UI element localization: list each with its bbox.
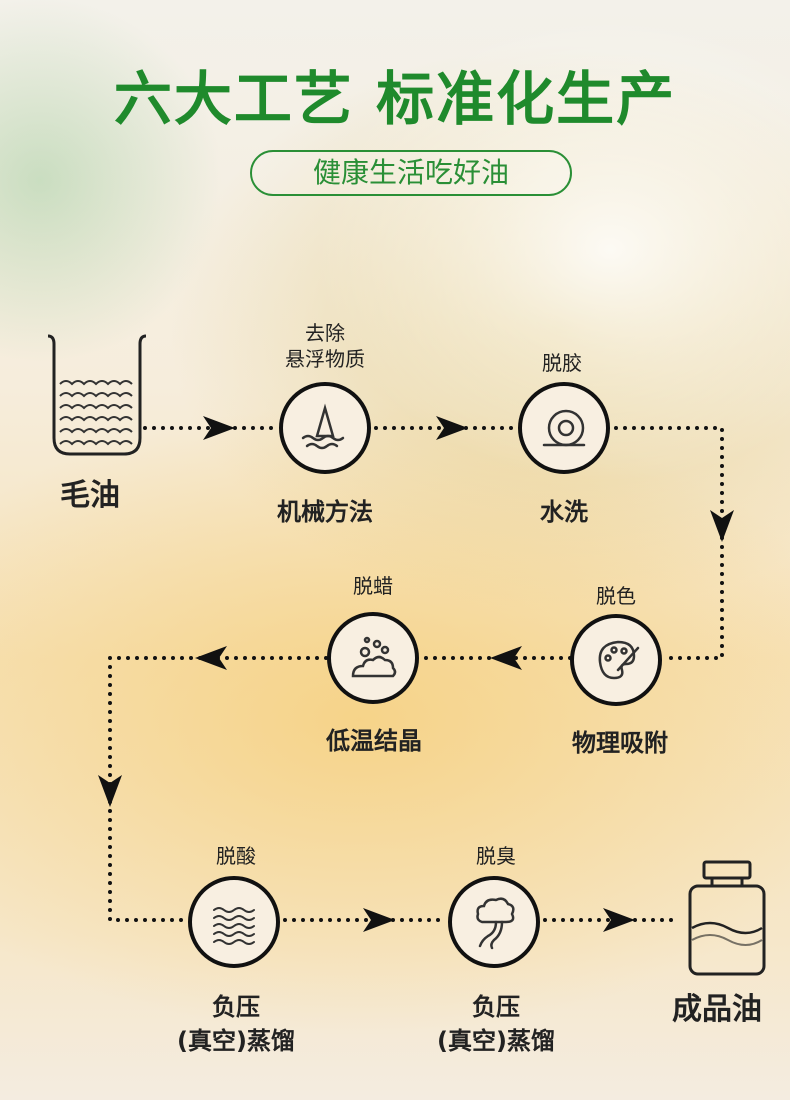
arrow-6 <box>98 775 122 807</box>
step-2-top-label: 脱胶 <box>542 351 582 375</box>
step-6-bottom-label: 负压 <box>472 993 520 1021</box>
step-4-top-label: 脱蜡 <box>353 574 393 598</box>
step-5-bottom-label: 负压 <box>212 993 260 1021</box>
step-3-bottom-label: 物理吸附 <box>572 729 668 757</box>
spiral-icon <box>542 409 586 447</box>
connector-3 <box>614 426 724 660</box>
step-2-bottom-label: 水洗 <box>540 498 588 526</box>
end-label: 成品油 <box>672 992 762 1027</box>
bottle-icon <box>688 860 766 976</box>
bubbles-icon <box>351 636 397 678</box>
arrow-1 <box>203 416 235 440</box>
step-4-circle <box>327 612 419 704</box>
palette-icon <box>598 640 640 680</box>
step-1-bottom-label: 机械方法 <box>277 498 373 526</box>
step-6-bottom-note: (真空)蒸馏 <box>437 1027 555 1055</box>
step-5-bottom-note: (真空)蒸馏 <box>177 1027 295 1055</box>
step-5-circle <box>188 876 280 968</box>
step-2-circle <box>518 382 610 474</box>
page-title: 六大工艺 标准化生产 <box>113 65 677 133</box>
step-5-top-label: 脱酸 <box>216 844 256 868</box>
step-4-bottom-label: 低温结晶 <box>326 727 422 755</box>
arrow-8 <box>603 908 635 932</box>
arrow-2 <box>436 416 468 440</box>
arrow-7 <box>363 908 395 932</box>
step-6-top-label: 脱臭 <box>476 844 516 868</box>
filter-icon <box>301 403 345 450</box>
waves-icon <box>213 907 255 945</box>
arrow-5 <box>195 646 227 670</box>
step-3-top-label: 脱色 <box>596 584 636 608</box>
step-3-circle <box>570 614 662 706</box>
step-1-circle <box>279 382 371 474</box>
subtitle-badge: 健康生活吃好油 <box>250 150 572 196</box>
arrow-3 <box>710 510 734 542</box>
step-6-circle <box>448 876 540 968</box>
smoke-icon <box>476 897 515 950</box>
arrow-4 <box>490 646 522 670</box>
step-1-top-label: 去除 悬浮物质 <box>285 321 365 371</box>
beaker-icon <box>47 334 147 456</box>
start-label: 毛油 <box>60 478 120 513</box>
